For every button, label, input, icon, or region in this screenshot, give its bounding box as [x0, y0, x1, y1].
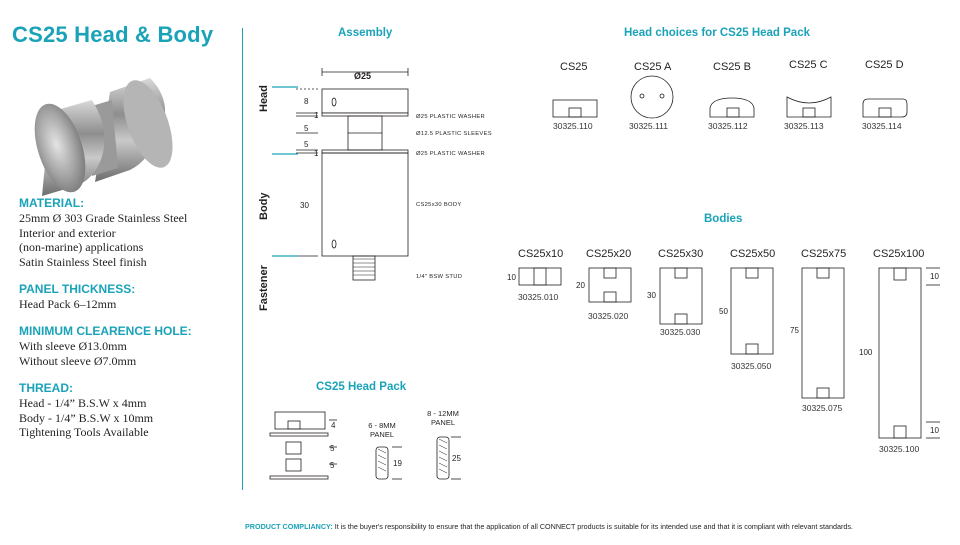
spec-line: Tightening Tools Available	[19, 425, 149, 439]
bodies-title: Bodies	[704, 213, 743, 225]
assembly-title: Assembly	[338, 27, 393, 39]
body-name: CS25x75	[801, 248, 847, 260]
spec-line: Satin Stainless Steel finish	[19, 254, 147, 269]
dim-sleeve-2: 5	[304, 140, 309, 149]
body-name: CS25x50	[730, 248, 776, 260]
footer-label: PRODUCT COMPLIANCY:	[245, 522, 333, 531]
body-length: 75	[790, 326, 799, 335]
dim-head: 8	[304, 97, 309, 106]
spec-line: 25mm Ø 303 Grade Stainless Steel	[19, 211, 188, 225]
spec-material: MATERIAL: 25mm Ø 303 Grade Stainless Ste…	[19, 196, 234, 269]
spec-heading: MATERIAL:	[19, 196, 85, 210]
panel-label-8-12: 8 - 12MM PANEL	[427, 409, 459, 427]
head-code: 30325.112	[708, 121, 748, 131]
dim-pack-sleeve-1: 5	[330, 444, 335, 453]
footer-text: It is the buyer's responsibility to ensu…	[334, 522, 853, 531]
spec-line: With sleeve Ø13.0mm	[19, 339, 127, 353]
spec-clearance-hole: MINIMUM CLEARENCE HOLE: With sleeve Ø13.…	[19, 324, 234, 368]
spec-line: Head - 1/4” B.S.W x 4mm	[19, 396, 147, 410]
body-code: 30325.020	[588, 311, 629, 321]
spec-heading: MINIMUM CLEARENCE HOLE:	[19, 324, 192, 338]
body-length: 50	[719, 307, 728, 316]
head-name: CS25 D	[865, 59, 904, 71]
head-name: CS25 A	[634, 61, 672, 73]
assembly-diameter: Ø25	[354, 71, 372, 81]
part-label: CS25x30 BODY	[416, 202, 462, 208]
body-code: 30325.050	[731, 361, 772, 371]
dim-pack-head: 4	[331, 421, 336, 430]
head-code: 30325.110	[553, 121, 593, 131]
body-length: 30	[647, 291, 656, 300]
footer-compliance: PRODUCT COMPLIANCY: It is the buyer's re…	[245, 522, 853, 531]
part-label: Ø12.5 PLASTIC SLEEVES	[416, 131, 492, 137]
body-name: CS25x10	[518, 248, 564, 260]
spec-panel-thickness: PANEL THICKNESS: Head Pack 6–12mm	[19, 282, 234, 312]
page-title: CS25 Head & Body	[12, 22, 214, 47]
body-code: 30325.010	[518, 292, 559, 302]
part-label: Ø25 PLASTIC WASHER	[416, 151, 485, 157]
spec-heading: THREAD:	[19, 381, 73, 395]
spec-heading: PANEL THICKNESS:	[19, 282, 136, 296]
dim-washer: 1	[314, 111, 319, 120]
head-code: 30325.114	[862, 121, 902, 131]
spec-line: (non-marine) applications	[19, 240, 144, 254]
head-pack-title: CS25 Head Pack	[316, 381, 407, 393]
body-code: 30325.100	[879, 444, 920, 454]
thread-depth: 10	[930, 272, 939, 281]
body-length: 20	[576, 281, 585, 290]
body-length: 100	[859, 348, 873, 357]
body-name: CS25x20	[586, 248, 632, 260]
head-code: 30325.113	[784, 121, 824, 131]
head-code: 30325.111	[629, 121, 668, 131]
body-code: 30325.030	[660, 327, 701, 337]
vertical-divider	[242, 28, 243, 490]
dim-sleeve-1: 5	[304, 124, 309, 133]
dim-pack-sleeve-2: 5	[330, 461, 335, 470]
body-name: CS25x30	[658, 248, 704, 260]
spec-line: Without sleeve Ø7.0mm	[19, 353, 137, 368]
dim-body: 30	[300, 201, 309, 210]
spec-thread: THREAD: Head - 1/4” B.S.W x 4mm Body - 1…	[19, 381, 234, 440]
head-name: CS25 C	[789, 59, 828, 71]
body-length: 10	[507, 273, 516, 282]
panel-label-6-8: 6 - 8MM PANEL	[368, 421, 396, 439]
part-label: Ø25 PLASTIC WASHER	[416, 114, 485, 120]
part-label: 1/4" BSW STUD	[416, 274, 463, 280]
spec-line: Interior and exterior	[19, 225, 116, 240]
head-choices-title: Head choices for CS25 Head Pack	[624, 27, 810, 39]
body-name: CS25x100	[873, 248, 925, 260]
dim-sleeve-25: 25	[452, 454, 461, 463]
spec-line: Head Pack 6–12mm	[19, 297, 117, 311]
dim-washer-2: 1	[314, 149, 319, 158]
dim-sleeve-19: 19	[393, 459, 402, 468]
head-name: CS25 B	[713, 61, 751, 73]
thread-depth: 10	[930, 426, 939, 435]
body-code: 30325.075	[802, 403, 843, 413]
head-name: CS25	[560, 61, 588, 73]
spec-line: Body - 1/4” B.S.W x 10mm	[19, 410, 154, 425]
